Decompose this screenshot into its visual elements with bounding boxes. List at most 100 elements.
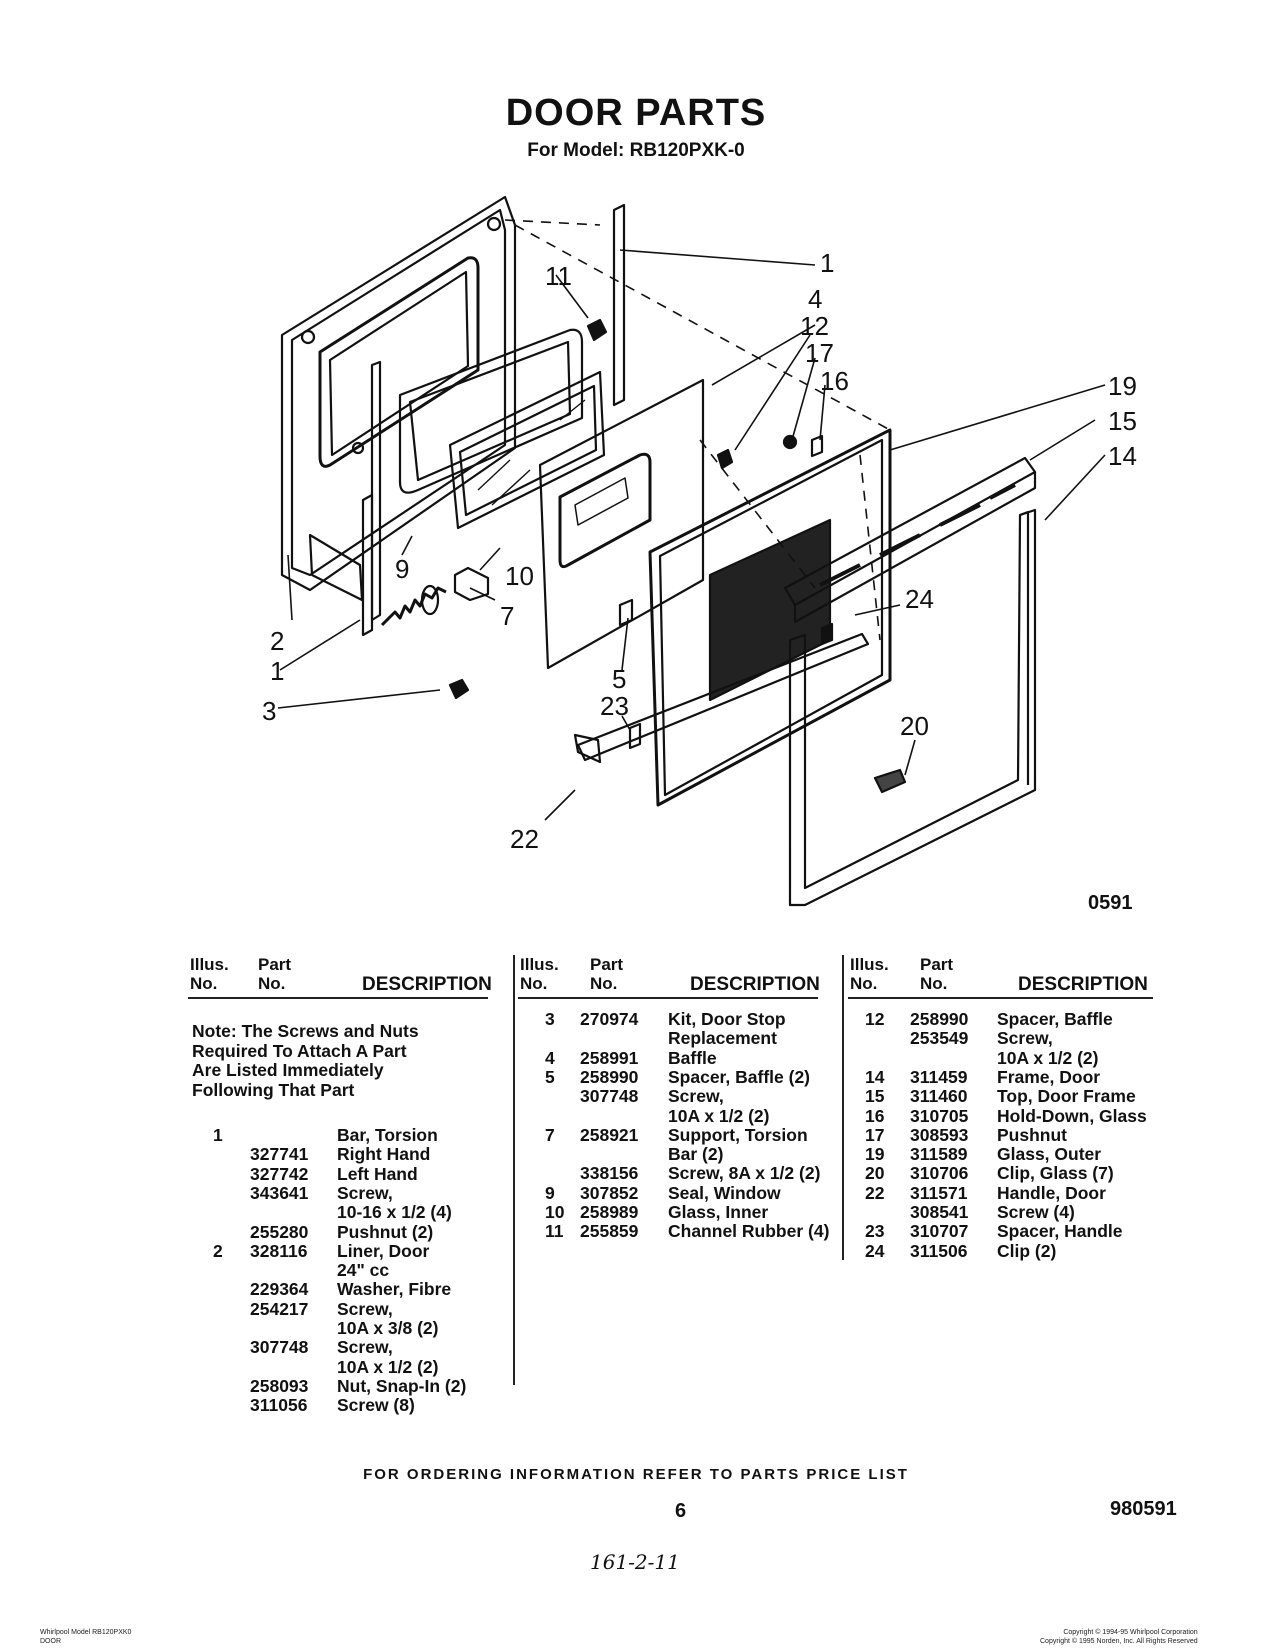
table-cell-part: 311460 bbox=[910, 1086, 968, 1107]
table-cell-illus: 9 bbox=[545, 1182, 555, 1203]
callout: 15 bbox=[1108, 406, 1137, 436]
table-cell-desc: Channel Rubber (4) bbox=[668, 1221, 830, 1242]
diagram-code: 0591 bbox=[1088, 892, 1133, 914]
table-cell-part: 258989 bbox=[580, 1202, 639, 1222]
document-number: 980591 bbox=[1110, 1498, 1177, 1520]
spacer-handle bbox=[628, 722, 642, 750]
table-cell-illus: 15 bbox=[865, 1086, 885, 1107]
table-cell-part: 338156 bbox=[580, 1163, 639, 1184]
corner-model-label: Whirlpool Model RB120PXK0 DOOR bbox=[40, 1629, 132, 1645]
table-cell-desc: Screw, 8A x 1/2 (2) bbox=[668, 1163, 821, 1184]
table-cell-illus: 19 bbox=[865, 1144, 885, 1165]
header-illus: Illus. No. bbox=[190, 955, 229, 993]
table-cell-desc: Left Hand bbox=[337, 1163, 418, 1184]
callout: 19 bbox=[1108, 371, 1137, 401]
table-cell-desc: Screw, bbox=[668, 1086, 724, 1107]
table-cell-desc: Screw, bbox=[337, 1298, 393, 1319]
table-cell-part: 270974 bbox=[580, 1009, 639, 1029]
table-cell-part: 343641 bbox=[250, 1182, 309, 1203]
callout: 2 bbox=[270, 626, 284, 656]
callout: 14 bbox=[1108, 441, 1137, 471]
handwritten-stamp: 161-2-11 bbox=[590, 1550, 680, 1574]
table-cell-part: 308593 bbox=[910, 1124, 969, 1145]
header-part: Part No. bbox=[258, 955, 292, 993]
table-cell-part: 311506 bbox=[910, 1240, 968, 1261]
callout: 9 bbox=[395, 554, 409, 584]
callout: 24 bbox=[905, 584, 934, 614]
table-cell-illus: 14 bbox=[865, 1066, 885, 1087]
table-cell-illus: 7 bbox=[545, 1124, 555, 1145]
table-cell-desc: 10A x 3/8 (2) bbox=[337, 1318, 439, 1338]
table-cell-illus: 3 bbox=[545, 1009, 555, 1029]
table-cell-illus: 16 bbox=[865, 1105, 885, 1126]
table-cell-part: 310707 bbox=[910, 1221, 969, 1242]
table-cell-part: 310706 bbox=[910, 1163, 969, 1184]
header-description: DESCRIPTION bbox=[690, 974, 820, 995]
table-cell-part: 310705 bbox=[910, 1105, 969, 1126]
table-cell-part: 258991 bbox=[580, 1047, 639, 1068]
callout: 1 bbox=[820, 248, 834, 278]
table-cell-desc: Bar (2) bbox=[668, 1144, 724, 1165]
page-title: DOOR PARTS bbox=[505, 92, 767, 134]
table-cell-desc: Liner, Door bbox=[337, 1240, 430, 1261]
header-rule bbox=[188, 997, 488, 999]
support-bracket bbox=[453, 566, 490, 602]
callout: 23 bbox=[600, 691, 629, 721]
table-cell-part: 307748 bbox=[250, 1337, 309, 1358]
table-cell-desc: Top, Door Frame bbox=[997, 1086, 1136, 1107]
callout: 20 bbox=[900, 711, 929, 741]
table-cell-part: 258093 bbox=[250, 1375, 309, 1396]
table-cell-part: 258921 bbox=[580, 1124, 639, 1145]
header-illus: Illus. No. bbox=[850, 955, 889, 993]
table-cell-desc: 10A x 1/2 (2) bbox=[668, 1105, 770, 1126]
header-rule bbox=[518, 997, 818, 999]
table-cell-part: 311459 bbox=[910, 1066, 968, 1087]
table-cell-part: 229364 bbox=[250, 1279, 309, 1300]
table-cell-illus: 12 bbox=[865, 1009, 885, 1029]
table-cell-part: 308541 bbox=[910, 1202, 969, 1222]
table-cell-desc: Hold-Down, Glass bbox=[997, 1105, 1147, 1126]
header-description: DESCRIPTION bbox=[362, 974, 492, 995]
ordering-note: FOR ORDERING INFORMATION REFER TO PARTS … bbox=[363, 1466, 909, 1483]
table-cell-illus: 17 bbox=[865, 1124, 885, 1145]
table-cell-illus: 11 bbox=[545, 1221, 564, 1242]
table-cell-part: 255859 bbox=[580, 1221, 639, 1242]
table-cell-desc: 10-16 x 1/2 (4) bbox=[337, 1202, 452, 1223]
callout: 3 bbox=[262, 696, 276, 726]
table-cell-illus: 10 bbox=[545, 1202, 565, 1222]
spacer-12 bbox=[716, 448, 734, 470]
table-cell-desc: Kit, Door Stop bbox=[668, 1009, 786, 1029]
channel-rubber bbox=[586, 318, 608, 342]
table-cell-desc: 10A x 1/2 (2) bbox=[337, 1356, 439, 1377]
clip-24 bbox=[820, 622, 834, 646]
table-cell-illus: 20 bbox=[865, 1163, 885, 1184]
table-cell-desc: Spacer, Baffle (2) bbox=[668, 1066, 810, 1087]
model-subtitle: For Model: RB120PXK-0 bbox=[527, 140, 745, 161]
table-cell-illus: 24 bbox=[865, 1240, 885, 1261]
torsion-bar-part bbox=[361, 203, 626, 637]
callout: 1 bbox=[270, 656, 284, 686]
spring-coil-end bbox=[420, 584, 440, 616]
table-cell-desc: Screw (4) bbox=[997, 1202, 1075, 1222]
table-cell-desc: Screw, bbox=[337, 1182, 393, 1203]
header-part: Part No. bbox=[920, 955, 954, 993]
table-cell-illus: 1 bbox=[213, 1125, 223, 1145]
page-number: 6 bbox=[675, 1500, 687, 1522]
table-cell-desc: Frame, Door bbox=[997, 1066, 1101, 1087]
column-divider bbox=[513, 955, 515, 1385]
table-cell-part: 328116 bbox=[250, 1240, 308, 1261]
table-cell-desc: Support, Torsion bbox=[668, 1124, 808, 1145]
inner-glass bbox=[448, 370, 606, 530]
table-cell-desc: Washer, Fibre bbox=[337, 1279, 452, 1300]
callout: 12 bbox=[800, 311, 829, 341]
callout: 16 bbox=[820, 366, 849, 396]
table-cell-illus: 22 bbox=[865, 1182, 885, 1203]
table-cell-desc: Glass, Outer bbox=[997, 1144, 1102, 1165]
exploded-door-diagram: 1 4 12 17 16 19 15 14 11 10 9 7 2 1 3 5 … bbox=[262, 195, 1137, 907]
header-part: Part No. bbox=[590, 955, 624, 993]
callout: 4 bbox=[808, 284, 822, 314]
outer-glass-grid bbox=[708, 518, 832, 702]
table-cell-part: 258990 bbox=[910, 1009, 969, 1029]
callout: 17 bbox=[805, 338, 834, 368]
